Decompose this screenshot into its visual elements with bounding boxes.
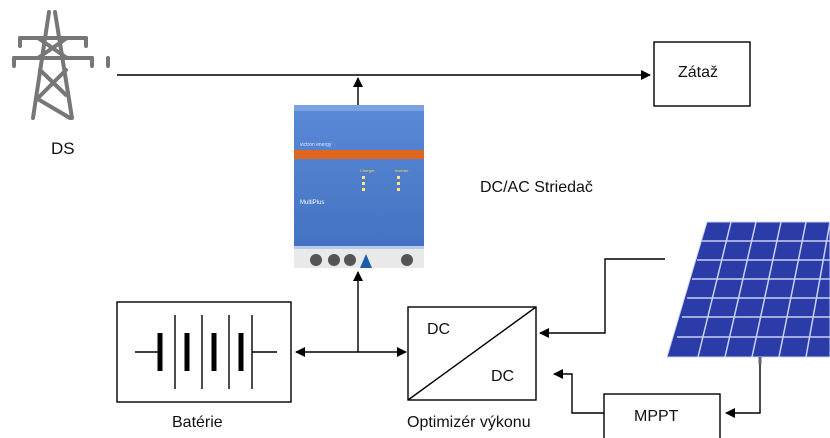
panel-to-mppt-arrow	[725, 364, 761, 418]
panel-to-optimizer-arrow	[539, 258, 665, 338]
grid-label: DS	[51, 139, 75, 158]
solar-panel-icon	[666, 221, 830, 364]
load-label: Zátaž	[678, 64, 719, 81]
optimizer-dc-in-label: DC	[427, 321, 451, 338]
battery-label: Batérie	[172, 414, 223, 431]
mppt-label: MPPT	[634, 408, 679, 425]
inverter-panel-left: Charger	[360, 168, 375, 173]
mppt-to-optimizer-arrow	[553, 369, 604, 414]
mppt-box	[603, 393, 721, 438]
inverter-device: victron energy Charger Inverter MultiPlu…	[294, 105, 424, 268]
inverter-label: DC/AC Striedač	[480, 179, 593, 196]
power-pylon-icon	[12, 10, 110, 120]
inverter-panel-right: Inverter	[395, 168, 409, 173]
battery-symbol-icon	[135, 315, 277, 389]
optimizer-diagonal	[407, 306, 537, 401]
inverter-model: MultiPlus	[300, 200, 324, 206]
optimizer-label: Optimizér výkonu	[407, 414, 531, 431]
inverter-orange-stripe	[294, 150, 424, 159]
load-box	[653, 41, 751, 107]
inverter-brand: victron energy	[300, 142, 332, 148]
optimizer-dc-out-label: DC	[491, 368, 515, 385]
